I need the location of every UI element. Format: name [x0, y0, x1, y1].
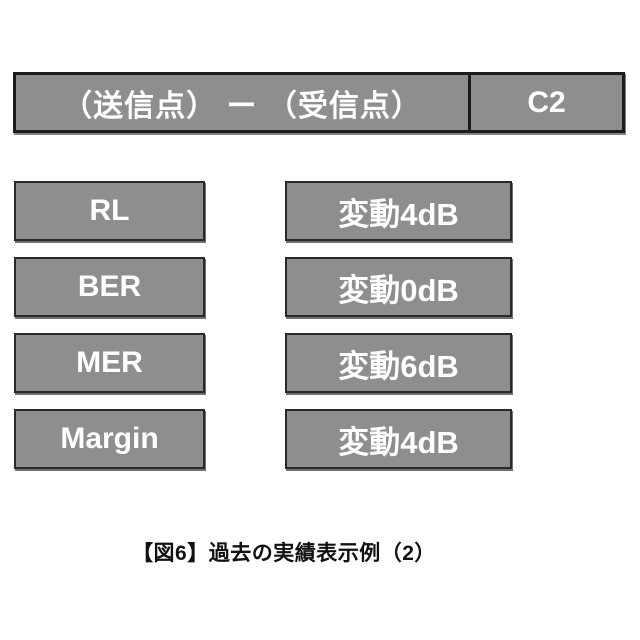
metric-box-ber: BER	[14, 257, 205, 317]
route-header: （送信点） ー （受信点） C2	[13, 72, 625, 133]
value-box-rl: 変動4dB	[285, 181, 512, 241]
metric-box-rl: RL	[14, 181, 205, 241]
value-box-mer: 変動6dB	[285, 333, 512, 393]
figure-caption: 【図6】過去の実績表示例（2）	[132, 542, 436, 565]
metric-box-margin: Margin	[14, 409, 205, 469]
value-box-margin: 変動4dB	[285, 409, 512, 469]
channel-label: C2	[468, 75, 622, 130]
metric-box-mer: MER	[14, 333, 205, 393]
value-box-ber: 変動0dB	[285, 257, 512, 317]
route-label: （送信点） ー （受信点）	[62, 89, 422, 123]
